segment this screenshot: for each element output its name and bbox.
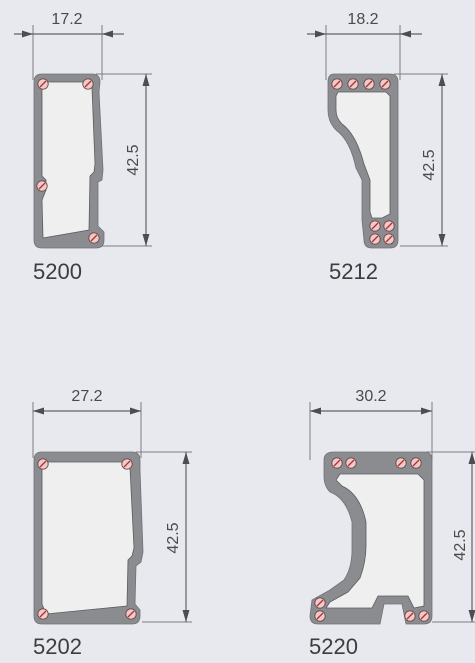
width-label-5212: 18.2 <box>347 11 378 28</box>
width-label-5220: 30.2 <box>355 388 386 405</box>
height-label-5220: 42.5 <box>452 529 469 560</box>
width-label-5200: 17.2 <box>51 11 82 28</box>
profile-code-5212: 5212 <box>329 259 378 284</box>
width-dimension-5200: 17.2 <box>14 11 124 80</box>
profile-code-5202: 5202 <box>33 634 82 659</box>
profile-code-5220: 5220 <box>309 634 358 659</box>
height-dimension-5200: 42.5 <box>96 73 152 247</box>
height-dimension-5202: 42.5 <box>136 451 192 623</box>
profile-5220: 30.2 42.5 <box>309 388 475 625</box>
profile-code-5200: 5200 <box>33 259 82 284</box>
height-dimension-5220: 42.5 <box>426 451 475 623</box>
height-dimension-5212: 42.5 <box>394 73 448 247</box>
profile-5202: 27.2 42.5 <box>32 388 192 625</box>
profile-5200: 17.2 42.5 <box>14 11 152 249</box>
height-label-5200: 42.5 <box>125 144 142 175</box>
width-dimension-5212: 18.2 <box>307 11 422 80</box>
width-dimension-5220: 30.2 <box>309 388 433 460</box>
profile-5212: 18.2 42.5 <box>307 11 448 249</box>
width-dimension-5202: 27.2 <box>32 388 142 458</box>
height-label-5212: 42.5 <box>421 149 438 180</box>
height-label-5202: 42.5 <box>165 522 182 553</box>
width-label-5202: 27.2 <box>71 388 102 405</box>
